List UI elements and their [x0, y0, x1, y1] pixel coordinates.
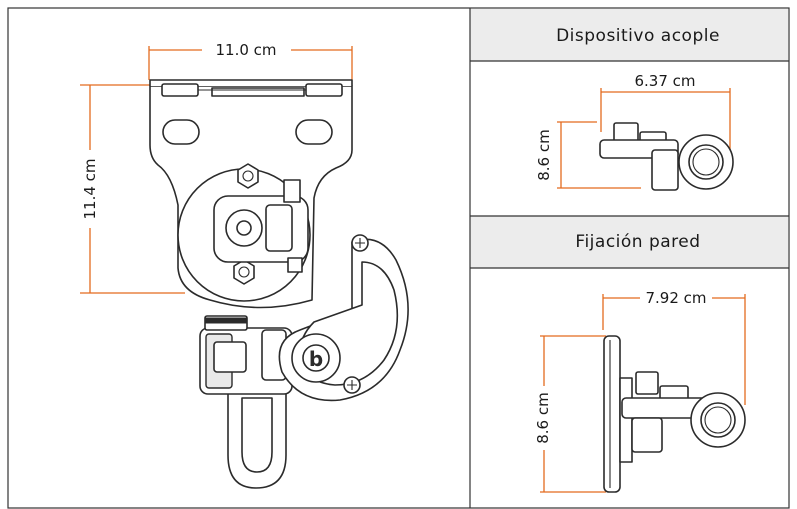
- drawing-frame: [7, 7, 790, 509]
- main-hanger-drawing: b: [149, 79, 409, 489]
- coupling-device-drawing: [599, 122, 734, 191]
- wall-mount-height-label: 8.6 cm: [534, 392, 552, 443]
- wall-mount-drawing: [603, 335, 746, 493]
- wall-mount-title: Fijación pared: [575, 232, 700, 252]
- main-height-label: 11.4 cm: [81, 158, 99, 219]
- main-dimensions: 11.0 cm 11.4 cm: [80, 41, 353, 294]
- coupling-dimensions: 6.37 cm 8.6 cm: [535, 72, 731, 189]
- main-width-label: 11.0 cm: [215, 41, 276, 59]
- coupling-header-bg: [470, 9, 788, 61]
- coupling-width-label: 6.37 cm: [634, 72, 695, 90]
- wall-mount-dimensions: 7.92 cm 8.6 cm: [534, 289, 746, 493]
- wall-header-bg: [470, 216, 788, 268]
- svg-text:b: b: [309, 347, 323, 371]
- coupling-height-label: 8.6 cm: [535, 129, 553, 180]
- coupling-device-title: Dispositivo acople: [556, 26, 720, 46]
- outer-border: [7, 7, 790, 509]
- wall-mount-width-label: 7.92 cm: [645, 289, 706, 307]
